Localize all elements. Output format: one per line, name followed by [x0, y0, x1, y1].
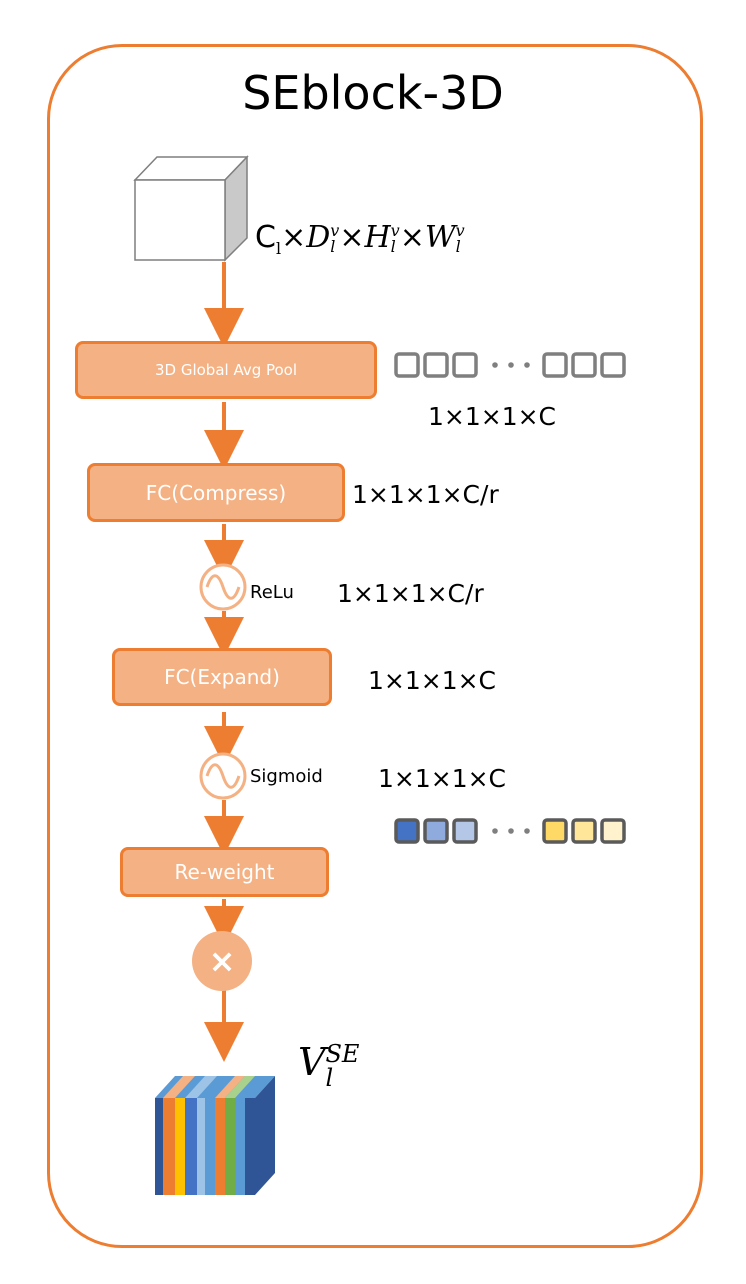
diagram-title: SEblock-3D: [242, 66, 504, 120]
sigmoid-wave-icon: [199, 752, 247, 800]
weights-ellipsis-icon: [492, 828, 530, 834]
pool-dims: 1×1×1×C: [428, 402, 557, 431]
pool-output-squares-icon: [394, 352, 626, 378]
pool-box: 3D Global Avg Pool: [75, 341, 377, 399]
relu-label: ReLu: [250, 582, 294, 603]
reweight-label: Re-weight: [174, 860, 275, 884]
multiply-icon: [192, 931, 252, 991]
fc-compress-dims: 1×1×1×C/r: [352, 480, 499, 509]
fc-compress-box: FC(Compress): [87, 463, 345, 522]
channel-weights-squares-icon: [394, 818, 626, 844]
fc-expand-box: FC(Expand): [112, 648, 332, 706]
seblock-frame: [47, 44, 703, 1248]
sigmoid-dims: 1×1×1×C: [378, 764, 507, 793]
sigmoid-label: Sigmoid: [250, 766, 323, 787]
output-cube-icon: [155, 1076, 275, 1195]
fc-expand-dims: 1×1×1×C: [368, 666, 497, 695]
reweight-box: Re-weight: [120, 847, 329, 897]
fc-expand-label: FC(Expand): [164, 665, 280, 689]
relu-dims: 1×1×1×C/r: [337, 579, 484, 608]
fc-compress-label: FC(Compress): [145, 480, 287, 505]
pool-label: 3D Global Avg Pool: [154, 361, 298, 379]
multiply-symbol: ×: [209, 942, 236, 980]
pool-ellipsis-icon: [492, 362, 530, 368]
input-cube-icon: [133, 155, 249, 262]
relu-wave-icon: [199, 563, 247, 611]
